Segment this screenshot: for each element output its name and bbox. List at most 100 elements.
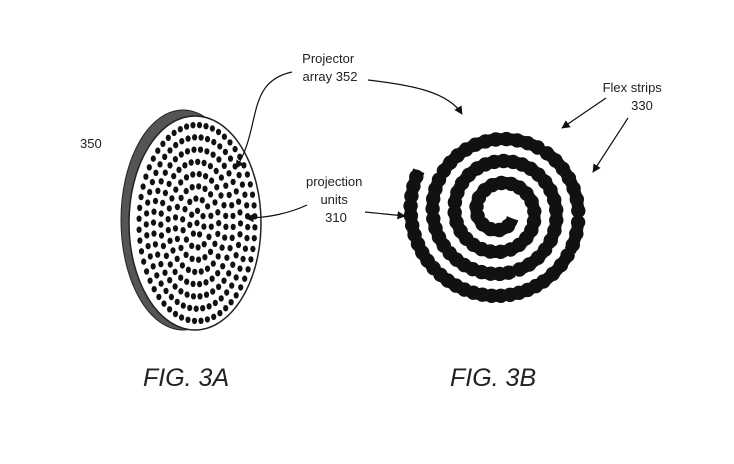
- projection-unit-dot: [194, 207, 201, 214]
- projection-unit-dot: [218, 192, 224, 199]
- projection-unit-dot: [151, 286, 157, 293]
- projection-unit-dot: [240, 255, 246, 263]
- projection-unit-dot: [206, 233, 212, 240]
- projection-unit-dot: [223, 305, 229, 312]
- spiral-unit-bead: [499, 131, 514, 147]
- projection-unit-dot: [232, 145, 238, 153]
- projection-unit-dot: [195, 158, 201, 165]
- projection-unit-dot: [184, 148, 191, 155]
- projection-unit-dot: [156, 293, 162, 301]
- projection-unit-dot: [178, 194, 184, 202]
- projection-unit-dot: [242, 275, 248, 282]
- projection-unit-dot: [203, 173, 209, 180]
- projection-unit-dot: [239, 181, 245, 188]
- projection-unit-dot: [163, 252, 169, 259]
- projection-unit-dot: [143, 221, 149, 228]
- projection-unit-dot: [167, 162, 173, 169]
- projection-unit-dot: [144, 268, 150, 275]
- projection-unit-dot: [211, 138, 217, 146]
- projection-unit-dot: [190, 230, 196, 237]
- projection-unit-dot: [151, 208, 157, 215]
- spiral-unit-beads: [403, 131, 586, 303]
- projection-unit-dot: [193, 195, 199, 202]
- spiral-unit-bead: [527, 204, 542, 219]
- projection-unit-dot: [226, 270, 232, 277]
- projection-unit-dot: [210, 260, 216, 267]
- projection-unit-dot: [223, 182, 229, 189]
- projection-unit-dot: [207, 162, 213, 170]
- projection-unit-dot: [146, 164, 152, 171]
- projection-unit-dot: [221, 133, 227, 140]
- projection-unit-dot: [233, 292, 239, 299]
- projection-unit-dot: [217, 143, 223, 150]
- projection-unit-dot: [206, 303, 212, 310]
- spiral-unit-bead: [569, 226, 584, 241]
- projection-unit-dot: [184, 278, 190, 285]
- flex-strip-spiral: [403, 131, 586, 303]
- projection-unit-dot: [197, 293, 203, 300]
- projection-unit-dot: [215, 128, 222, 136]
- flex-strips-label-line-2: 330: [631, 98, 653, 113]
- projection-unit-dot: [141, 258, 147, 265]
- projection-unit-dot: [200, 305, 206, 312]
- projection-unit-dot: [221, 277, 227, 284]
- projection-unit-dot: [237, 265, 243, 272]
- spiral-unit-bead: [566, 181, 581, 196]
- projection-unit-dots: [136, 121, 258, 325]
- projection-unit-dot: [195, 244, 201, 251]
- projection-unit-dot: [155, 187, 161, 194]
- projection-unit-dot: [233, 274, 239, 281]
- projection-unit-dot: [191, 317, 198, 325]
- projection-unit-dot: [211, 313, 217, 320]
- projection-unit-dot: [204, 135, 211, 143]
- projection-unit-dot: [233, 252, 239, 259]
- projection-unit-dot: [196, 121, 203, 129]
- projection-unit-dot: [137, 237, 143, 244]
- projection-unit-dot: [241, 162, 247, 169]
- projection-unit-dot: [192, 268, 198, 276]
- projection-unit-dot: [178, 288, 184, 295]
- projection-unit-dot: [172, 225, 179, 232]
- projection-unit-dot: [210, 151, 216, 158]
- projection-unit-dot: [223, 212, 229, 220]
- projection-unit-dot: [237, 209, 243, 216]
- projection-unit-dot: [140, 183, 146, 190]
- projection-unit-dot: [165, 134, 171, 141]
- projection-unit-dot: [199, 197, 205, 204]
- projection-unit-dot: [251, 235, 257, 242]
- projection-unit-dot: [178, 274, 184, 281]
- ref-number-350: 350: [80, 136, 102, 151]
- projection-unit-dot: [209, 177, 215, 184]
- projection-unit-dot: [208, 212, 214, 219]
- projection-unit-dot: [160, 199, 166, 207]
- projection-unit-dot: [223, 223, 229, 230]
- projection-unit-dot: [180, 216, 186, 223]
- projection-unit-dot: [187, 221, 193, 228]
- projection-unit-dot: [251, 202, 257, 209]
- projection-unit-dot: [245, 266, 251, 273]
- spiral-unit-bead: [512, 262, 527, 277]
- projection-unit-dot: [147, 253, 153, 260]
- projection-unit-dot: [158, 260, 164, 268]
- projection-unit-dot: [229, 202, 235, 209]
- spiral-unit-bead: [488, 132, 503, 147]
- projection-unit-dot: [176, 166, 182, 173]
- projection-unit-dot: [150, 219, 157, 226]
- projection-unit-dot: [149, 178, 155, 186]
- projection-unit-dot: [183, 187, 189, 195]
- projection-unit-dot: [194, 219, 200, 227]
- projection-unit-dot: [173, 141, 179, 149]
- projection-unit-dot: [179, 138, 185, 145]
- projection-unit-dot: [220, 263, 226, 270]
- leader-projector-array: [235, 71, 293, 169]
- projection-unit-dot: [167, 277, 173, 284]
- projection-unit-dot: [237, 220, 244, 227]
- projection-unit-dot: [218, 174, 224, 181]
- spiral-unit-bead: [447, 205, 462, 220]
- projection-unit-dot: [244, 171, 250, 178]
- projection-unit-dot: [190, 293, 197, 300]
- projection-unit-dot: [155, 147, 161, 154]
- projection-unit-dot: [252, 213, 258, 220]
- projection-unit-dot: [157, 161, 163, 168]
- projection-unit-dot: [193, 305, 199, 312]
